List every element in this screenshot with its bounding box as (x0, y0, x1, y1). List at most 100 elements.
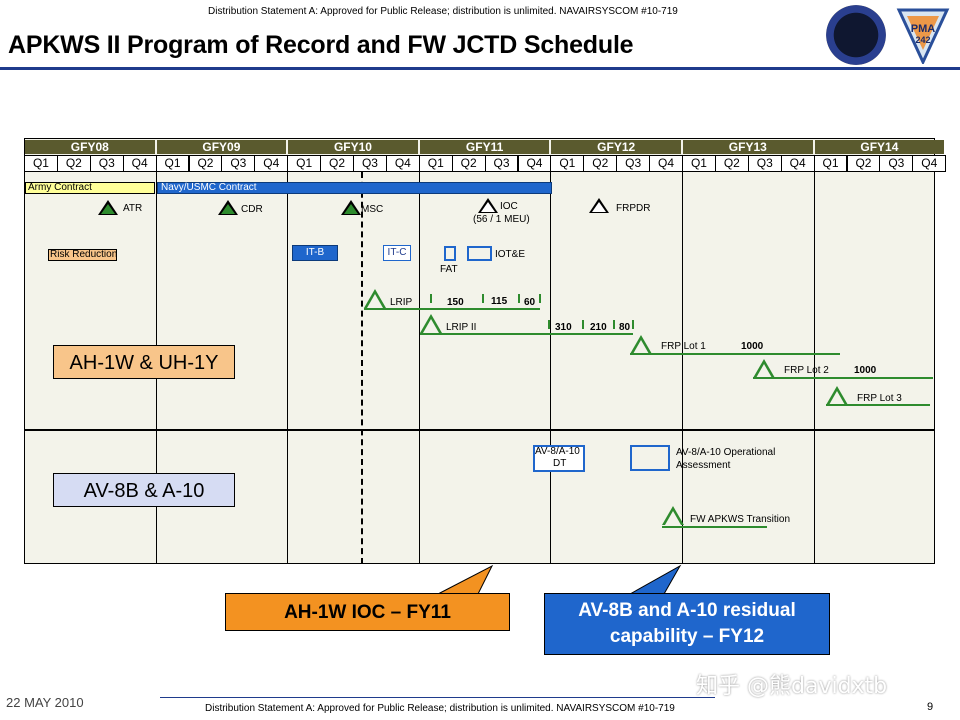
page-number: 9 (927, 701, 934, 713)
quarter-header: Q4 (517, 155, 552, 172)
title-rule (0, 67, 960, 70)
army-contract-bar: Army Contract (25, 182, 155, 194)
frp-lot3-line (826, 404, 930, 406)
fiscal-year-header: GFY08 (25, 140, 155, 154)
quarter-header: Q4 (122, 155, 157, 172)
iote-label: IOT&E (495, 249, 526, 260)
quarter-header: Q4 (649, 155, 683, 172)
quarter-header: Q3 (616, 155, 651, 172)
fw-transition-label: FW APKWS Transition (690, 514, 791, 525)
footer-rule (160, 697, 715, 698)
ah1w-ioc-callout: AH-1W IOC – FY11 (225, 593, 510, 631)
svg-text:242: 242 (915, 35, 930, 45)
quarter-header: Q3 (879, 155, 914, 172)
quarter-header: Q2 (451, 155, 486, 172)
fiscal-year-header: GFY09 (156, 140, 287, 154)
footer-distribution-statement: Distribution Statement A: Approved for P… (205, 703, 675, 714)
fiscal-year-header: GFY12 (551, 140, 681, 154)
quarter-header: Q3 (484, 155, 519, 172)
ioc-milestone-fill (481, 202, 495, 212)
ah1w-ioc-callout-text: AH-1W IOC – FY11 (284, 602, 451, 623)
lrip-ii-milestone-fill (423, 319, 439, 333)
lrip-quantity: 60 (524, 297, 536, 308)
navy-usmc-contract-bar: Navy/USMC Contract (157, 182, 552, 194)
lrip-quantity: 150 (447, 297, 464, 308)
lrip-line (364, 308, 540, 310)
program-executive-office-seal (826, 5, 886, 65)
fw-transition-milestone-fill (665, 511, 681, 525)
frp-lot2-label: FRP Lot 2 (784, 365, 829, 376)
av8b-residual-callout: AV-8B and A-10 residual capability – FY1… (544, 593, 830, 655)
fw-transition-line (662, 526, 767, 528)
quarter-header: Q1 (287, 155, 322, 172)
footer-date: 22 MAY 2010 (6, 695, 84, 710)
frp-lot2-line (753, 377, 933, 379)
frp-lot1-line (630, 353, 840, 355)
fiscal-year-header: GFY13 (683, 140, 813, 154)
cdr-milestone-fill (221, 204, 235, 214)
lrip-ii-quantity: 310 (555, 322, 572, 333)
av8b-callout-pointer (628, 564, 682, 595)
rotary-wing-section-label: AH-1W & UH-1Y (53, 345, 235, 379)
lrip-ii-tick (613, 320, 615, 329)
quarter-header: Q1 (24, 155, 58, 172)
quarter-header: Q4 (385, 155, 420, 172)
msc-label: MSC (361, 204, 384, 215)
section-divider (24, 429, 935, 431)
fiscal-year-header: GFY10 (288, 140, 418, 154)
year-grid-line (550, 172, 552, 564)
fiscal-year-header: GFY14 (814, 140, 945, 154)
lrip-tick (482, 294, 484, 303)
year-grid-line (287, 172, 289, 564)
fiscal-year-header: GFY11 (419, 140, 550, 154)
lrip-tick (539, 294, 541, 303)
quarter-header: Q4 (912, 155, 947, 172)
quarter-header: Q3 (89, 155, 124, 172)
lrip-label: LRIP (390, 297, 413, 308)
av8-a10-dt-box (533, 445, 585, 472)
iote-box (467, 246, 492, 261)
it-c-bar: IT-C (383, 245, 411, 261)
lrip-ii-quantity: 80 (619, 322, 631, 333)
av8-a10-ops-label-line2: Assessment (676, 460, 731, 471)
av8-a10-ops-label-line1: AV-8/A-10 Operational (676, 447, 776, 458)
year-grid-line (813, 172, 815, 564)
frp-lot3-milestone-fill (829, 391, 845, 405)
frp-lot2-quantity: 1000 (854, 365, 877, 376)
lrip-ii-tick (582, 320, 584, 329)
lrip-ii-tick (548, 320, 550, 329)
lrip-tick (430, 294, 432, 303)
quarter-header: Q1 (550, 155, 585, 172)
frpdr-milestone-fill (592, 202, 606, 212)
fixed-wing-section-label: AV-8B & A-10 (53, 473, 235, 507)
av8b-callout-line2: capability – FY12 (609, 626, 765, 647)
fat-label: FAT (440, 264, 458, 275)
av8-a10-dt-label-line1: AV-8/A-10 (535, 446, 580, 457)
quarter-header: Q3 (747, 155, 782, 172)
fat-box (444, 246, 456, 261)
atr-milestone-fill (101, 204, 115, 214)
frp-lot1-milestone-fill (633, 340, 649, 354)
pma-242-logo: PMA 242 (896, 8, 950, 64)
cdr-label: CDR (241, 204, 263, 215)
ioc-sub-label: (56 / 1 MEU) (473, 214, 530, 225)
quarter-header: Q2 (583, 155, 618, 172)
frp-lot3-label: FRP Lot 3 (857, 393, 902, 404)
av8-a10-dt-label-line2: DT (553, 458, 567, 469)
quarter-header: Q3 (221, 155, 256, 172)
lrip-ii-label: LRIP II (446, 322, 477, 333)
risk-reduction-bar: Risk Reduction (48, 249, 118, 261)
lrip-tick (518, 294, 520, 303)
quarter-header: Q4 (780, 155, 815, 172)
svg-text:PMA: PMA (911, 23, 936, 35)
year-grid-line (418, 172, 420, 564)
av8b-callout-line1: AV-8B and A-10 residual (578, 600, 796, 621)
year-grid-line (682, 172, 683, 564)
atr-label: ATR (123, 203, 143, 214)
frp-lot2-milestone-fill (756, 364, 772, 378)
it-c-label: IT-C (387, 247, 407, 258)
frp-lot1-label: FRP Lot 1 (661, 341, 706, 352)
ioc-label: IOC (500, 201, 518, 212)
lrip-milestone-fill (367, 294, 383, 308)
